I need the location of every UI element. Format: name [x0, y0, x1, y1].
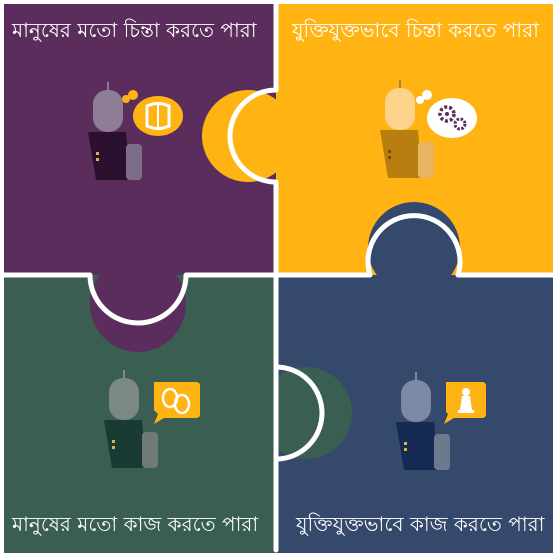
label-top-left: মানুষের মতো চিন্তা করতে পারা [12, 18, 257, 42]
label-bottom-right: যুক্তিযুক্তভাবে কাজ করতে পারা [296, 512, 545, 536]
tab-top-right-left [202, 90, 294, 182]
label-bottom-left: মানুষের মতো কাজ করতে পারা [12, 512, 259, 536]
tab-top-left-down [90, 256, 186, 352]
label-top-right: যুক্তিযুক্তভাবে চিন্তা করতে পারা [292, 18, 539, 42]
robot-bottom-right [396, 372, 486, 470]
robot-bottom-left [104, 370, 200, 468]
tab-bottom-left-right [260, 367, 352, 459]
robot-top-right [380, 80, 477, 178]
robot-top-left [88, 82, 183, 180]
tab-bottom-right-up [368, 202, 460, 294]
